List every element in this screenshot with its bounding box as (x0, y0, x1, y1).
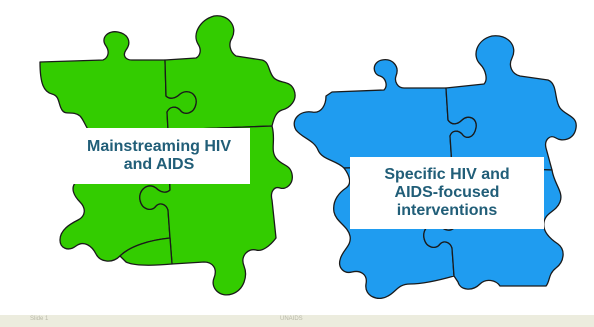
footer-left-text: Slide 1 (30, 316, 49, 322)
label-specific-line1: Specific HIV and (384, 166, 510, 184)
label-specific-interventions: Specific HIV and AIDS-focused interventi… (350, 157, 544, 229)
label-specific-line3: interventions (396, 201, 498, 219)
green-piece-top-right (164, 15, 296, 131)
footer-center-text: UNAIDS (280, 316, 303, 322)
label-specific-line2: AIDS-focused (394, 184, 500, 202)
slide-footer (0, 315, 594, 327)
label-mainstreaming: Mainstreaming HIV and AIDS (68, 128, 250, 184)
label-mainstreaming-line2: and AIDS (123, 156, 195, 173)
green-piece-lower-nub (119, 237, 173, 266)
blue-piece-top-right (445, 35, 577, 171)
label-mainstreaming-line1: Mainstreaming HIV (86, 138, 232, 156)
